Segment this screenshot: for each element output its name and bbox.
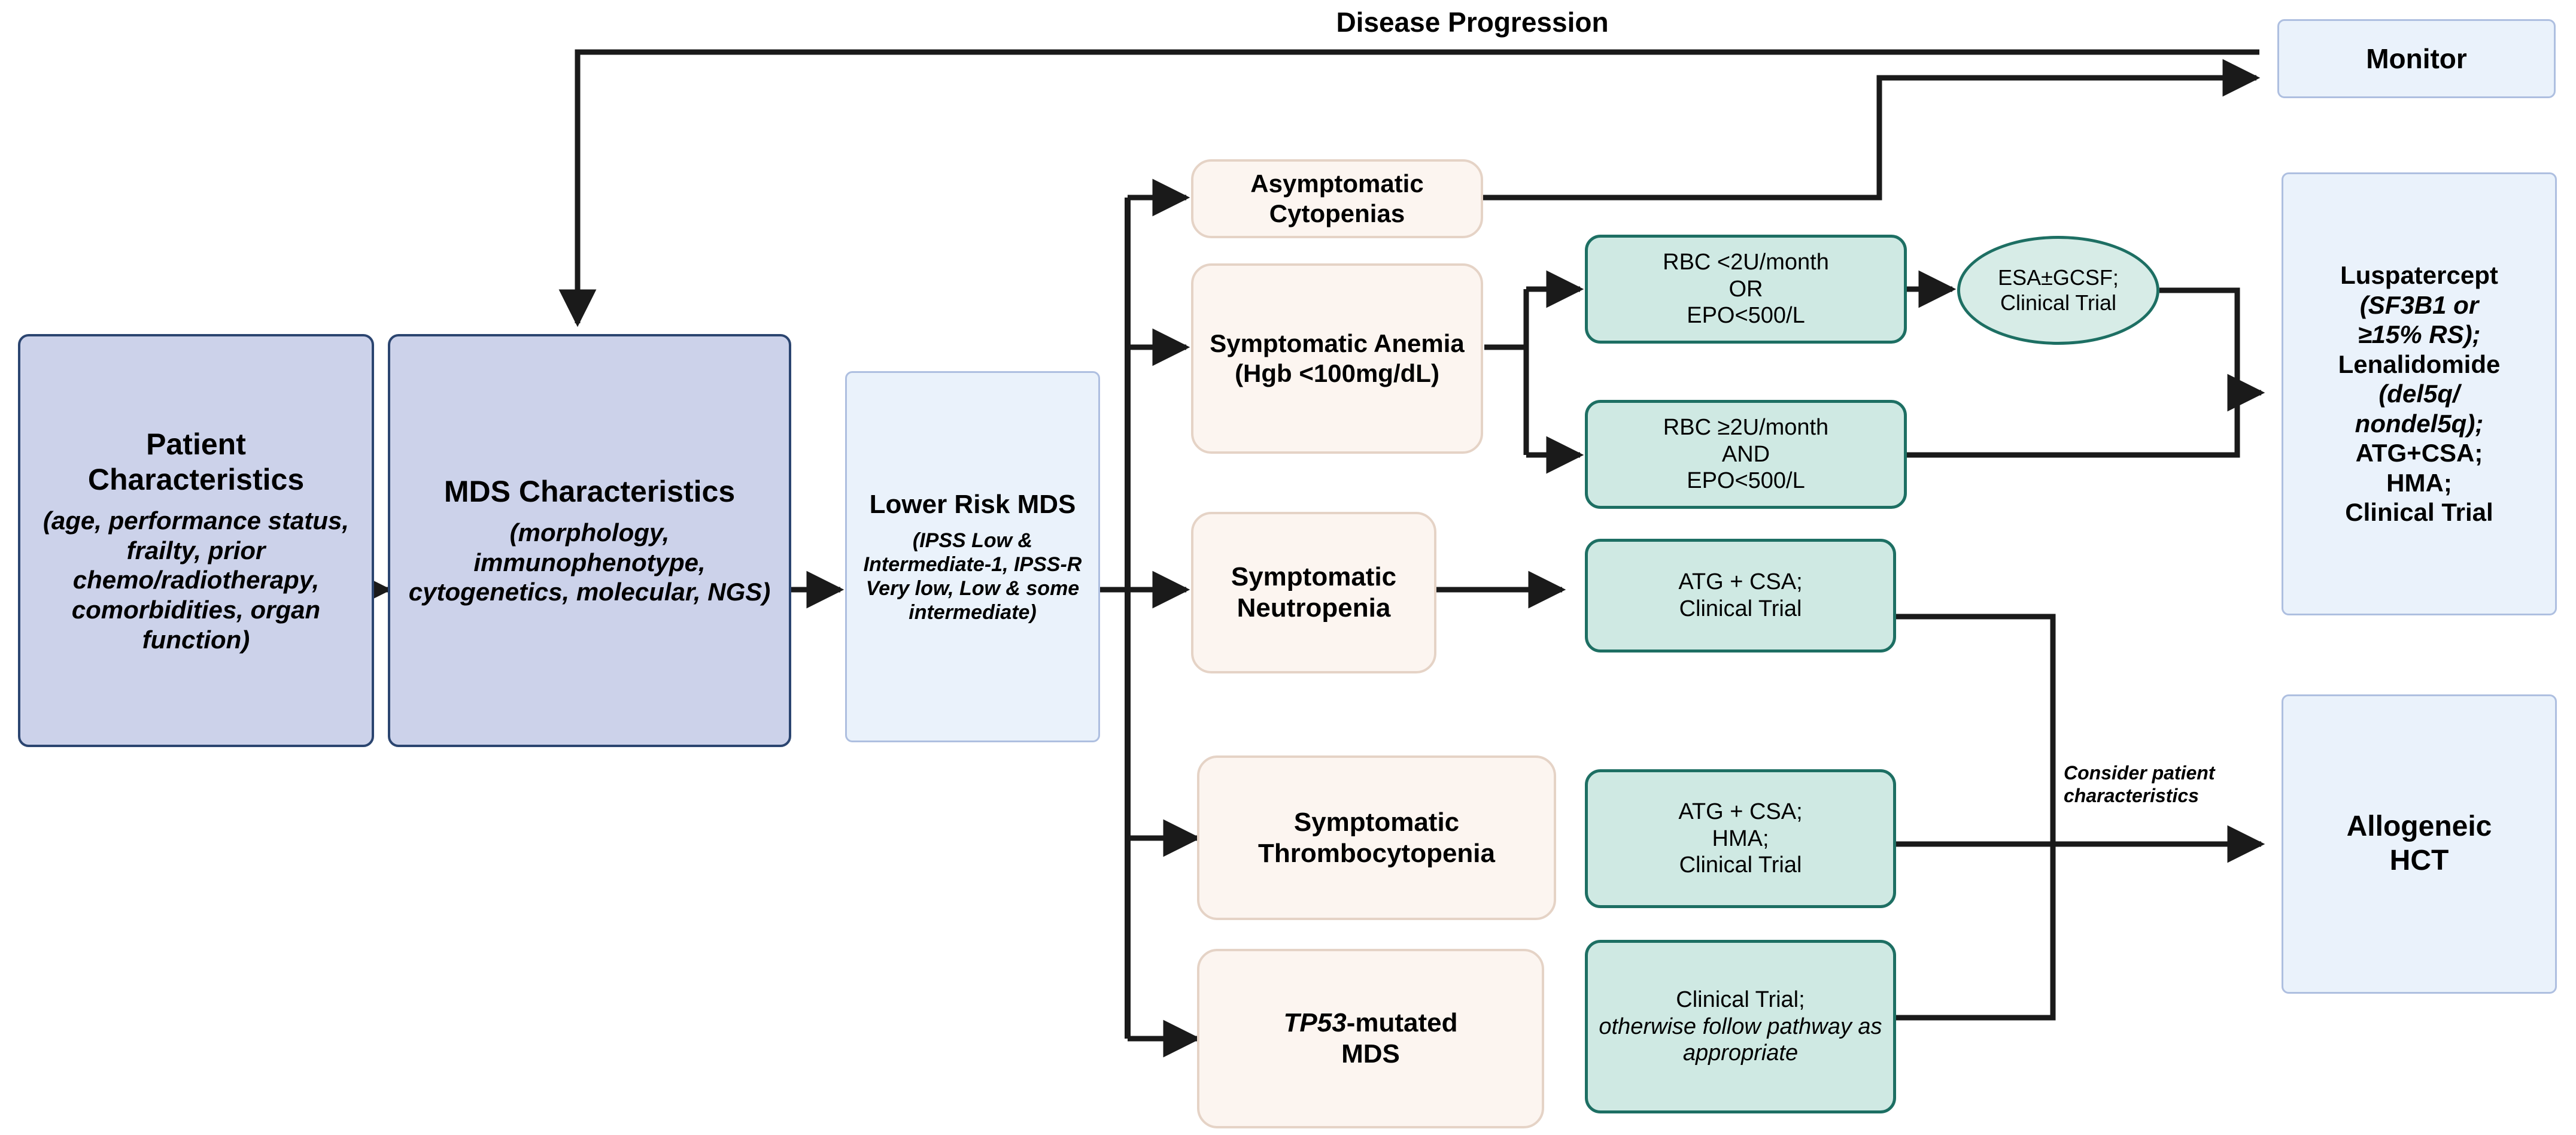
symptomatic-neutropenia-title: Symptomatic Neutropenia <box>1231 562 1397 623</box>
luspatercept-line-8: HMA; <box>2386 468 2452 497</box>
allogeneic-hct-line2: HCT <box>2389 845 2449 876</box>
luspatercept-line-1: Luspatercept <box>2340 261 2498 290</box>
atg-csa-hma-line3: Clinical Trial <box>1679 852 1802 878</box>
rbc-high-line1: RBC ≥2U/month <box>1663 414 1829 440</box>
tp53-gene-label: TP53 <box>1283 1008 1347 1038</box>
rbc-low-line1: RBC <2U/month <box>1663 249 1829 275</box>
symptomatic-thrombocytopenia-title: Symptomatic Thrombocytopenia <box>1257 807 1496 868</box>
node-allogeneic-hct[interactable]: Allogeneic HCT <box>2282 694 2557 994</box>
node-tp53-treatment[interactable]: Clinical Trial; otherwise follow pathway… <box>1585 940 1896 1113</box>
luspatercept-line-5: (del5q/ <box>2378 380 2460 408</box>
disease-progression-label: Disease Progression <box>1336 7 1609 38</box>
node-patient-characteristics[interactable]: Patient Characteristics (age, performanc… <box>18 334 374 747</box>
edge-atg-neutro-to-bus <box>1896 614 2056 844</box>
luspatercept-line-6: nondel5q); <box>2355 409 2484 438</box>
lower-risk-mds-title: Lower Risk MDS <box>869 489 1076 519</box>
node-atg-csa-hma-thrombocytopenia[interactable]: ATG + CSA; HMA; Clinical Trial <box>1585 769 1896 908</box>
tp53-treatment-line2: otherwise follow pathway as appropriate <box>1599 1013 1882 1066</box>
edge-asymptomatic-to-monitor <box>1483 59 2261 201</box>
node-lower-risk-mds[interactable]: Lower Risk MDS (IPSS Low & Intermediate-… <box>845 371 1100 742</box>
rbc-high-line2: AND <box>1721 441 1770 467</box>
symptomatic-anemia-title: Symptomatic Anemia (Hgb <100mg/dL) <box>1210 329 1465 387</box>
rbc-low-line3: EPO<500/L <box>1687 303 1805 329</box>
node-asymptomatic-cytopenias[interactable]: Asymptomatic Cytopenias <box>1191 159 1483 238</box>
rbc-low-line2: OR <box>1729 276 1763 302</box>
atg-csa-hma-line1: ATG + CSA; <box>1678 799 1803 824</box>
luspatercept-line-3: ≥15% RS); <box>2358 320 2481 349</box>
tp53-treatment-line1: Clinical Trial; <box>1676 987 1805 1012</box>
edge-rbchigh-to-luspatercept <box>1907 393 2240 458</box>
tp53-mutated-mds-title: TP53-mutated <box>1284 1007 1458 1039</box>
edge-esa-to-luspatercept <box>2159 287 2265 412</box>
rbc-high-line3: EPO<500/L <box>1687 468 1805 494</box>
node-monitor[interactable]: Monitor <box>2277 19 2556 98</box>
node-symptomatic-neutropenia[interactable]: Symptomatic Neutropenia <box>1191 512 1436 673</box>
tp53-mutated-suffix: -mutated <box>1346 1008 1458 1038</box>
node-rbc-high-transfusion[interactable]: RBC ≥2U/month AND EPO<500/L <box>1585 400 1907 509</box>
node-tp53-mutated-mds[interactable]: TP53-mutated MDS <box>1197 949 1544 1128</box>
node-atg-csa-neutropenia[interactable]: ATG + CSA; Clinical Trial <box>1585 539 1896 653</box>
node-esa-gcsf-clinical-trial[interactable]: ESA±GCSF; Clinical Trial <box>1957 236 2159 345</box>
consider-patient-characteristics-note: Consider patient characteristics <box>2064 762 2215 807</box>
allogeneic-hct-line1: Allogeneic <box>2346 811 2492 843</box>
mds-characteristics-title: MDS Characteristics <box>443 474 736 508</box>
asymptomatic-cytopenias-title: Asymptomatic Cytopenias <box>1250 169 1424 227</box>
node-luspatercept-options[interactable]: Luspatercept (SF3B1 or ≥15% RS); Lenalid… <box>2282 172 2557 615</box>
node-mds-characteristics[interactable]: MDS Characteristics (morphology, immunop… <box>388 334 791 747</box>
luspatercept-line-4: Lenalidomide <box>2338 350 2501 378</box>
edge-tp53trial-to-bus <box>1896 844 2056 1021</box>
node-rbc-low-transfusion[interactable]: RBC <2U/month OR EPO<500/L <box>1585 235 1907 344</box>
atg-csa-hma-line2: HMA; <box>1712 826 1769 851</box>
lower-risk-mds-detail: (IPSS Low & Intermediate-1, IPSS-R Very … <box>863 529 1082 624</box>
atg-csa-neutropenia-line1: ATG + CSA; <box>1678 569 1803 595</box>
luspatercept-line-2: (SF3B1 or <box>2359 290 2479 319</box>
luspatercept-line-7: ATG+CSA; <box>2355 439 2483 468</box>
luspatercept-line-9: Clinical Trial <box>2345 498 2493 527</box>
tp53-mds-line2: MDS <box>1341 1039 1400 1069</box>
mds-characteristics-detail: (morphology, immunophenotype, cytogeneti… <box>408 518 771 606</box>
esa-gcsf-line1: ESA±GCSF; <box>1998 265 2119 290</box>
patient-characteristics-detail: (age, performance status, frailty, prior… <box>42 506 350 654</box>
node-symptomatic-anemia[interactable]: Symptomatic Anemia (Hgb <100mg/dL) <box>1191 263 1483 454</box>
monitor-title: Monitor <box>2366 43 2467 74</box>
node-symptomatic-thrombocytopenia[interactable]: Symptomatic Thrombocytopenia <box>1197 755 1556 920</box>
patient-characteristics-title: Patient Characteristics <box>87 427 305 496</box>
esa-gcsf-line2: Clinical Trial <box>2000 290 2117 315</box>
atg-csa-neutropenia-line2: Clinical Trial <box>1679 596 1802 621</box>
